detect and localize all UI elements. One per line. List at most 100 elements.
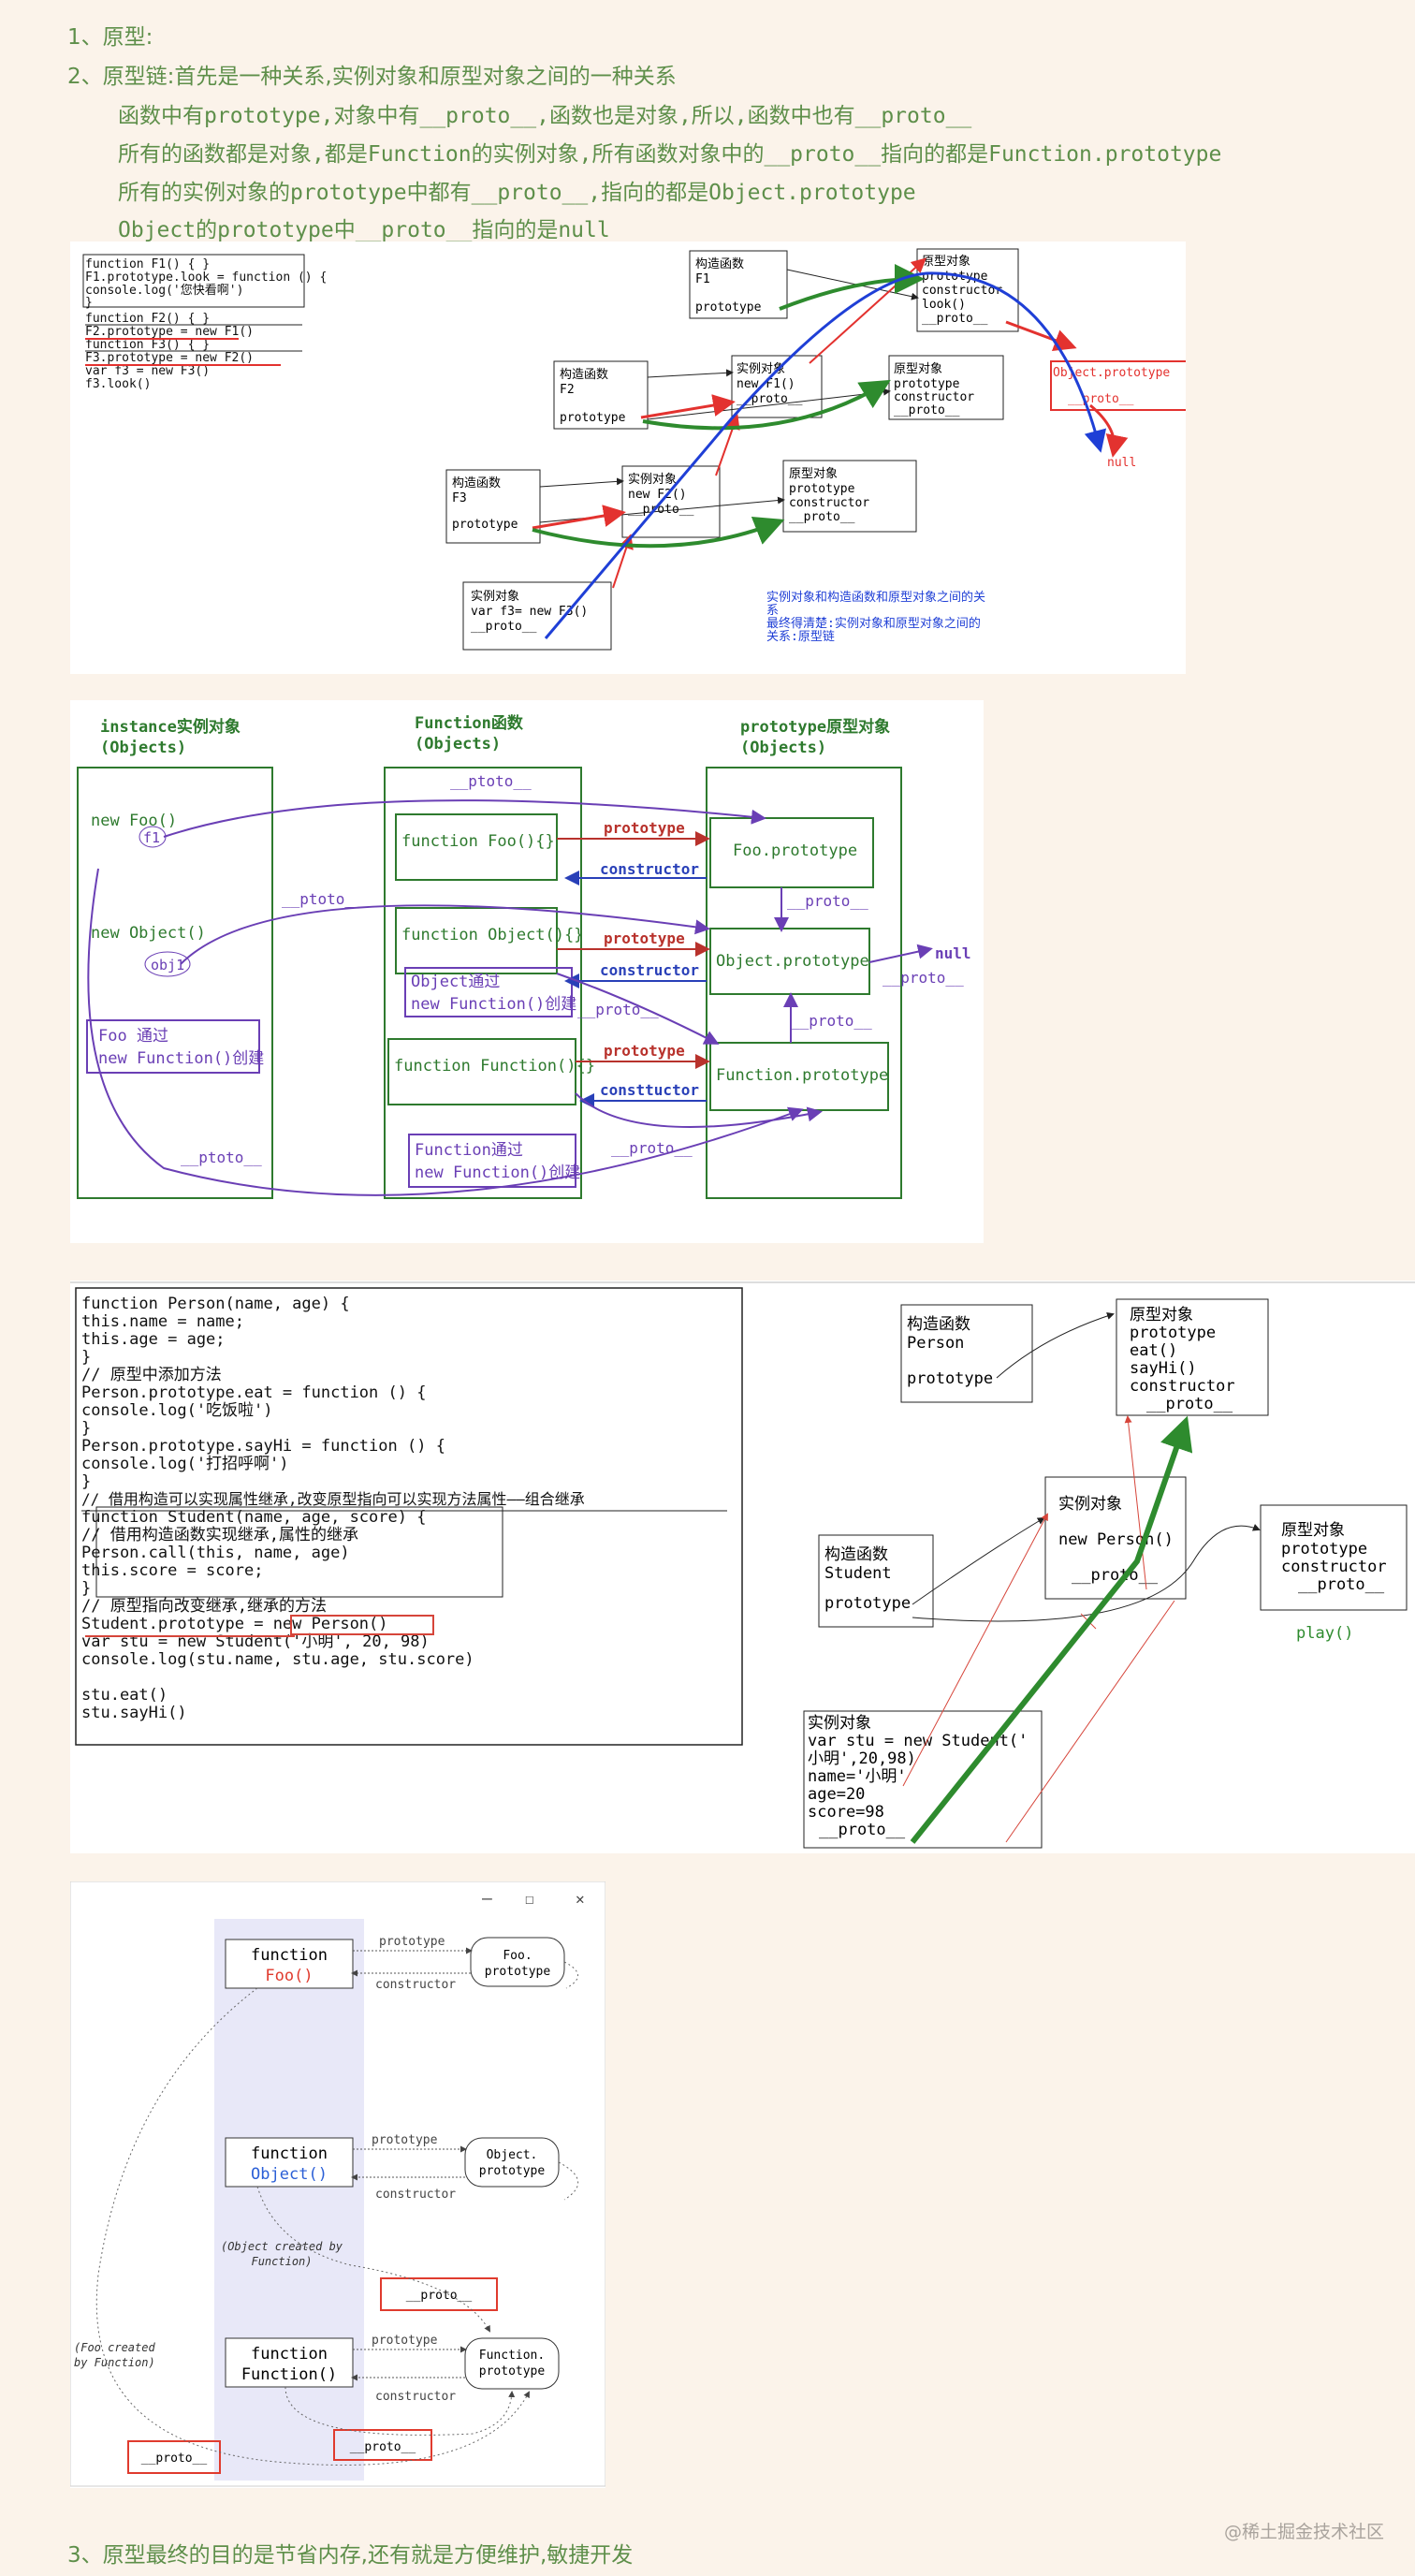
proto-box-label: __proto__ — [350, 2440, 416, 2454]
f1-proto-constructor: constructor — [922, 284, 1002, 298]
object-created-line1: (Object created by — [221, 2240, 343, 2253]
student-proto-constructor: constructor — [1281, 1558, 1387, 1576]
svg-text:}: } — [81, 1579, 91, 1598]
heading-sub-3: 所有的实例对象的prototype中都有__proto__,指向的都是Objec… — [118, 181, 916, 205]
proto-box-label: __proto__ — [406, 2289, 473, 2303]
code-block: function Person(name, age) { this.name =… — [81, 1295, 585, 1722]
close-button[interactable]: ✕ — [576, 1890, 585, 1908]
f2-ctor-name: F2 — [560, 383, 575, 397]
inst-f1-new: new F1() — [737, 377, 795, 391]
svg-text:小明',20,98): 小明',20,98) — [808, 1749, 916, 1768]
f1-ctor-name: F1 — [695, 272, 710, 286]
foo-by-line2: new Function()创建 — [98, 1049, 264, 1068]
f2-ctor-title: 构造函数 — [560, 368, 608, 382]
heading-item-2: 2、原型链:首先是一种关系,实例对象和原型对象之间的一种关系 — [67, 65, 677, 89]
f1-proto-proto: __proto__ — [922, 312, 988, 326]
svg-text:console.log('打招呼啊'): console.log('打招呼啊') — [81, 1455, 289, 1473]
ptoto-label: __ptoto__ — [450, 772, 532, 790]
f2-proto-constructor: constructor — [894, 390, 974, 404]
object-prototype-line2: prototype — [479, 2164, 546, 2178]
person-proto-proto: __proto__ — [1146, 1395, 1233, 1413]
foo-created-line1: (Foo created — [74, 2341, 155, 2354]
heading-item-1: 1、原型: — [67, 25, 153, 50]
f1-ctor-title: 构造函数 — [695, 257, 744, 271]
heading-sub-1: 函数中有prototype,对象中有__proto__,函数也是对象,所以,函数… — [118, 104, 972, 128]
student-ctor-prototype: prototype — [824, 1594, 911, 1613]
new-object-label: new Object() — [91, 924, 206, 943]
svg-text:// 原型中添加方法: // 原型中添加方法 — [81, 1366, 222, 1384]
svg-text:instance实例对象: instance实例对象 — [100, 717, 241, 737]
constructor-label: constructor — [375, 2390, 456, 2404]
svg-text:console.log('吃饭啦'): console.log('吃饭啦') — [81, 1401, 273, 1420]
svg-text:Person.prototype.eat = functio: Person.prototype.eat = function () { — [81, 1383, 426, 1402]
svg-text:Function函数: Function函数 — [415, 713, 524, 733]
object-prototype-line1: Object. — [487, 2148, 538, 2162]
person-ctor-prototype: prototype — [907, 1369, 993, 1388]
function-name: Function() — [241, 2365, 337, 2384]
svg-text:this.age = age;: this.age = age; — [81, 1330, 226, 1349]
svg-text:__proto__: __proto__ — [819, 1821, 906, 1839]
foo-name: Foo() — [265, 1967, 313, 1985]
inst-f2-title: 实例对象 — [628, 473, 677, 487]
foo-prototype-line2: prototype — [485, 1965, 551, 1979]
person-proto-sayhi: sayHi() — [1130, 1359, 1197, 1378]
f3-proto-proto: __proto__ — [789, 510, 855, 524]
foo-prototype-line1: Foo. — [503, 1949, 532, 1963]
figure-inheritance: function Person(name, age) { this.name =… — [70, 1281, 1415, 1853]
proto-label: __proto__ — [791, 1012, 872, 1030]
proto-label: __proto__ — [611, 1139, 693, 1157]
svg-text:this.name = name;: this.name = name; — [81, 1312, 244, 1331]
person-ctor-name: Person — [907, 1334, 964, 1353]
svg-text:function Person(name, age) {: function Person(name, age) { — [81, 1295, 350, 1313]
svg-text:Student.prototype = new Person: Student.prototype = new Person() — [81, 1615, 388, 1633]
object-function-keyword: function — [251, 2144, 328, 2163]
inst-f2-proto: __proto__ — [628, 503, 694, 517]
code-line: F1.prototype.look = function () { — [85, 271, 327, 285]
constructor-label: constructor — [600, 860, 699, 878]
student-proto-proto: __proto__ — [1298, 1575, 1385, 1594]
minimize-button[interactable]: – — [482, 1889, 492, 1909]
function-window-diagram: – ☐ ✕ function Foo() Foo. prototype prot… — [69, 1881, 606, 2487]
prototype-chain-diagram: function F1() { } F1.prototype.look = fu… — [82, 248, 1202, 651]
column-headers: instance实例对象 (Objects) Function函数 (Objec… — [100, 713, 890, 757]
figure-prototype-chain: function F1() { } F1.prototype.look = fu… — [70, 242, 1202, 674]
object-created-line2: Function) — [251, 2255, 312, 2268]
function-prototype-line2: prototype — [479, 2364, 546, 2378]
function-by-line1: Function通过 — [415, 1141, 523, 1160]
inst-f3-var: var f3= new F3() — [471, 605, 588, 619]
code-line: f3.look() — [85, 377, 151, 391]
note-text: 实例对象和构造函数和原型对象之间的关 系 最终得清楚:实例对象和原型对象之间的 … — [766, 590, 985, 644]
object-prototype-label: Object.prototype — [716, 952, 869, 971]
f2-proto-prototype: prototype — [894, 377, 960, 391]
constructor-label: constructor — [600, 961, 699, 979]
inst-f3-proto: __proto__ — [471, 620, 537, 634]
person-ctor-title: 构造函数 — [907, 1315, 970, 1334]
watermark: @稀土掘金技术社区 — [1224, 2522, 1385, 2542]
inst-f2-new: new F2() — [628, 488, 687, 502]
svg-text:// 原型指向改变继承,继承的方法: // 原型指向改变继承,继承的方法 — [81, 1597, 327, 1616]
consttuctor-label: consttuctor — [600, 1081, 699, 1099]
student-ctor-title: 构造函数 — [824, 1545, 888, 1564]
code-line: F2.prototype = new F1() — [85, 325, 254, 339]
figure-function-objects: instance实例对象 (Objects) Function函数 (Objec… — [70, 700, 984, 1243]
f3-proto-constructor: constructor — [789, 496, 869, 510]
svg-text:关系:原型链: 关系:原型链 — [766, 630, 835, 644]
proto-label: __proto__ — [883, 969, 964, 987]
fn-object-label: function Object(){} — [401, 926, 583, 944]
fn-function-label: function Function(){} — [394, 1057, 595, 1076]
heading-item-3: 3、原型最终的目的是节省内存,还有就是方便维护,敏捷开发 — [67, 2543, 634, 2568]
figure-function-window: – ☐ ✕ function Foo() Foo. prototype prot… — [69, 1881, 606, 2488]
function-function-keyword: function — [251, 2345, 328, 2364]
student-ctor-name: Student — [824, 1564, 892, 1583]
f2-proto-title: 原型对象 — [894, 362, 942, 376]
f3-ctor-title: 构造函数 — [452, 476, 501, 490]
svg-text:// 借用构造可以实现属性继承,改变原型指向可以实现方法属性: // 借用构造可以实现属性继承,改变原型指向可以实现方法属性——组合继承 — [81, 1490, 585, 1508]
svg-text:}: } — [81, 1419, 91, 1438]
object-by-line2: new Function()创建 — [411, 995, 576, 1014]
svg-text:Person.call(this, name, age): Person.call(this, name, age) — [81, 1544, 350, 1562]
f3-ctor-prototype: prototype — [452, 518, 518, 532]
maximize-button[interactable]: ☐ — [525, 1890, 534, 1908]
code-line: var f3 = new F3() — [85, 364, 210, 378]
new-person-title: 实例对象 — [1058, 1495, 1122, 1514]
svg-text:console.log(stu.name, stu.age,: console.log(stu.name, stu.age, stu.score… — [81, 1650, 474, 1669]
